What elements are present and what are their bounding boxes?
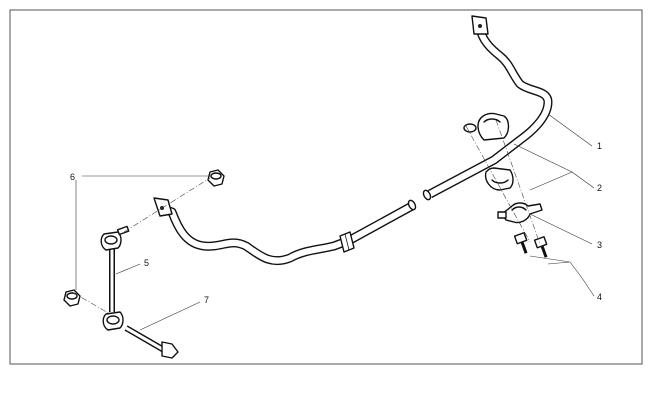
- callout-2: 2: [597, 183, 602, 193]
- diagram-frame: [9, 9, 643, 365]
- link-bolt: [124, 325, 179, 359]
- clamp-bolts: [513, 232, 548, 258]
- callout-1: 1: [597, 141, 602, 151]
- leader-lines: [75, 113, 595, 331]
- clamp-bracket: [497, 202, 543, 224]
- callout-4: 4: [597, 292, 602, 302]
- callout-3: 3: [597, 240, 602, 250]
- link-nuts: [63, 169, 225, 307]
- assembly-center-lines: [71, 119, 541, 315]
- stabilizer-link: [100, 225, 130, 331]
- callout-6: 6: [70, 172, 75, 182]
- callout-7: 7: [204, 295, 209, 305]
- callout-5: 5: [144, 258, 149, 268]
- stabilizer-bar: [153, 15, 553, 266]
